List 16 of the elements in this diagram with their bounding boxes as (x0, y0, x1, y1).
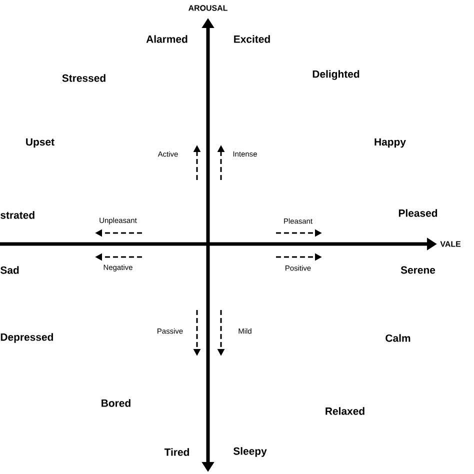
emotion-label: Depressed (0, 333, 53, 343)
emotion-label: Tired (164, 448, 189, 456)
emotion-label: Pleased (398, 209, 438, 217)
emotion-label: Sleepy (233, 447, 267, 457)
emotion-label: Happy (374, 138, 406, 148)
emotion-label: Bored (102, 399, 130, 407)
emotion-label: Upset (26, 138, 54, 148)
emotion-label: Delighted (312, 70, 360, 80)
emotion-label: Excited (234, 35, 270, 43)
emotion-label: Stressed (62, 74, 106, 82)
emotion-label: Sad (0, 266, 19, 274)
emotion-label: Relaxed (326, 407, 364, 415)
emotion-label: strated (0, 211, 34, 219)
emotion-label: Calm (386, 334, 410, 342)
emotion-label: Serene (400, 266, 436, 274)
emotion-label: Alarmed (146, 35, 188, 43)
